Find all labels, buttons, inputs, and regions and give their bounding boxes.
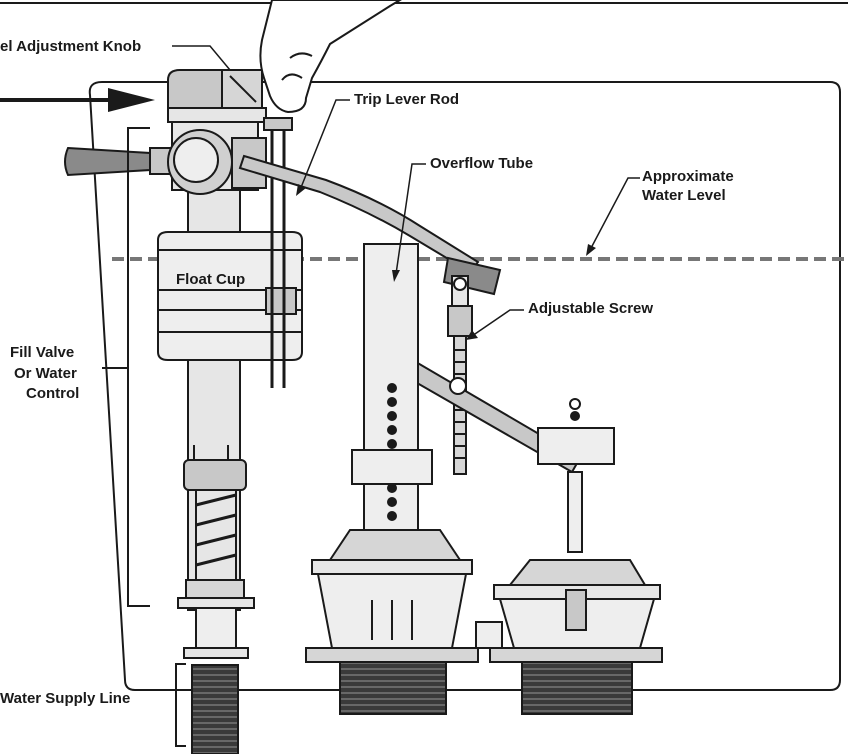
water-level-label-line1: Approximate [642, 168, 734, 185]
fill-valve [64, 69, 303, 754]
fill-valve-bracket [127, 127, 150, 607]
overflow-tube [363, 243, 419, 545]
right-flush-valve [475, 398, 663, 715]
water-level-label-line2: Water Level [642, 187, 726, 204]
fill-valve-label-line1: Fill Valve [10, 344, 75, 361]
leader-lines [172, 45, 640, 337]
hand-illustration [259, 0, 402, 114]
fill-valve-label-line2: Or Water [14, 365, 77, 382]
level-adjustment-knob-label: el Adjustment Knob [0, 38, 142, 55]
adjustable-screw-label: Adjustable Screw [528, 300, 654, 317]
fill-valve-label-line3: Control [26, 385, 80, 402]
float-cup-label: Float Cup [176, 271, 246, 288]
supply-line-bracket [175, 663, 186, 747]
left-flush-valve [305, 383, 479, 715]
tank-outline [88, 81, 841, 691]
trip-lever-rod-label: Trip Lever Rod [354, 91, 460, 108]
overflow-tube-label: Overflow Tube [430, 155, 534, 172]
water-supply-line-label: Water Supply Line [0, 690, 131, 707]
supply-arrow [0, 88, 155, 112]
